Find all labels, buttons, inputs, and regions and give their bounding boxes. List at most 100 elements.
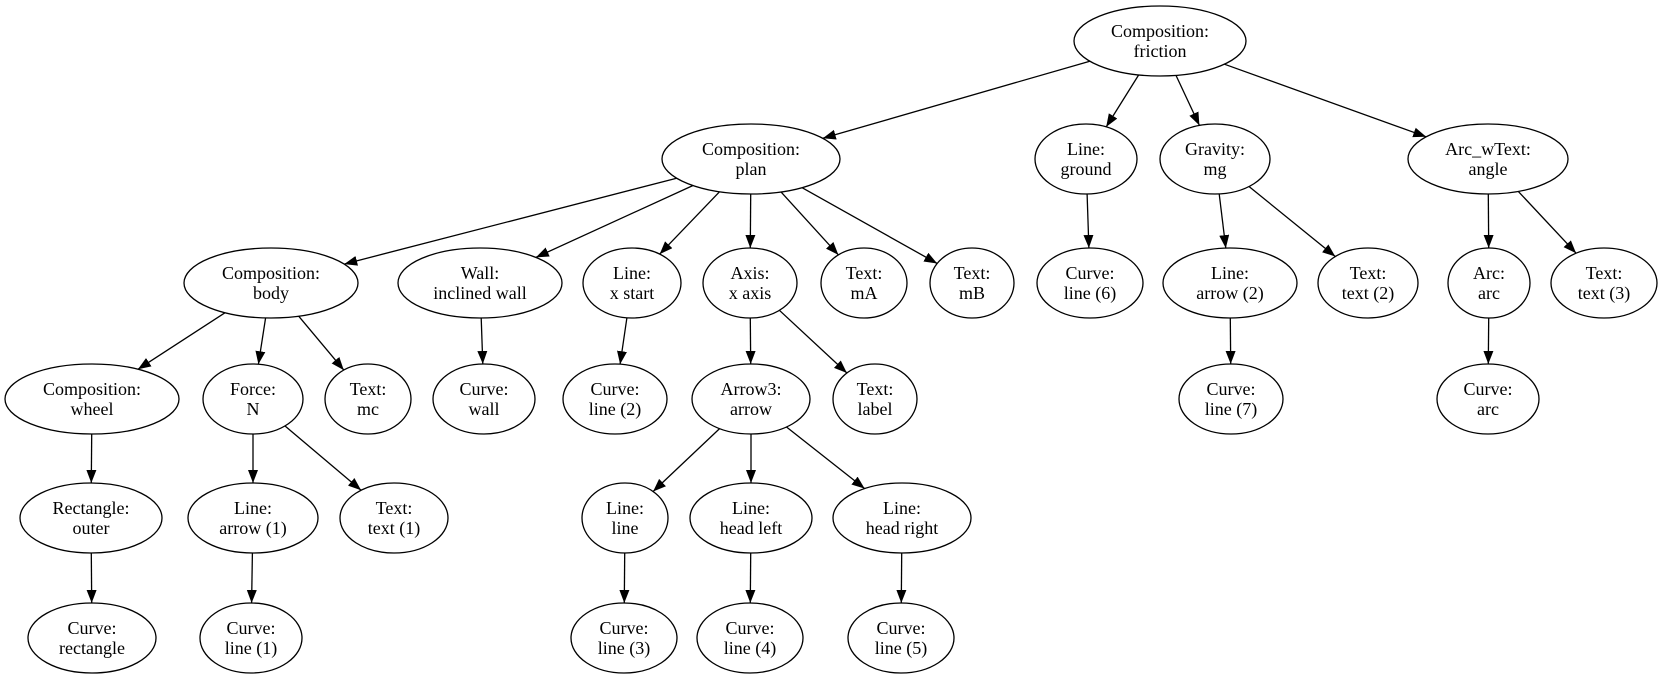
node-label: Arc:arc <box>1473 263 1505 303</box>
node-label-line1: Line: <box>883 498 921 518</box>
node-label-line2: line (1) <box>225 638 277 659</box>
graph-node-head-right: Line:head right <box>832 482 972 554</box>
node-label-line1: Line: <box>234 498 272 518</box>
node-label: Text:text (1) <box>368 498 420 539</box>
node-label: Text:text (3) <box>1578 263 1630 304</box>
node-label-line1: Curve: <box>1066 263 1115 283</box>
graph-edge-plan-mA <box>780 191 839 256</box>
node-label-line1: Text: <box>1350 263 1387 283</box>
node-ellipse <box>929 247 1015 319</box>
node-label: Curve:line (6) <box>1064 263 1116 304</box>
node-label-line1: Text: <box>1586 263 1623 283</box>
node-label: Curve:line (1) <box>225 618 277 659</box>
node-label: Gravity:mg <box>1185 139 1245 179</box>
graph-node-line-4: Curve:line (4) <box>696 602 804 674</box>
node-label-line2: x axis <box>729 283 772 303</box>
node-ellipse <box>820 247 908 319</box>
graph-node-mg: Gravity:mg <box>1159 123 1271 195</box>
node-label-line2: line (4) <box>724 638 776 659</box>
node-label-line2: line (2) <box>589 399 641 420</box>
node-label-line1: Line: <box>1211 263 1249 283</box>
node-ellipse <box>397 247 563 319</box>
node-ellipse <box>324 363 412 435</box>
node-label-line1: Arc: <box>1473 263 1505 283</box>
graph-edge-mg-text-2 <box>1248 185 1336 258</box>
node-ellipse <box>582 247 682 319</box>
graph-node-inclined-wall: Wall:inclined wall <box>397 247 563 319</box>
node-ellipse <box>581 482 669 554</box>
graph-node-x-axis: Axis:x axis <box>702 247 798 319</box>
node-ellipse <box>183 247 359 319</box>
node-label-line2: line (7) <box>1205 399 1257 420</box>
node-label-line1: Gravity: <box>1185 139 1245 159</box>
node-label-line2: line (3) <box>598 638 650 659</box>
node-ellipse <box>570 602 678 674</box>
node-label-line1: Composition: <box>1111 21 1209 41</box>
node-label-line2: head right <box>866 518 938 538</box>
node-label-line2: outer <box>73 518 110 538</box>
node-label: Line:head right <box>866 498 938 538</box>
node-label: Line:arrow (1) <box>219 498 286 539</box>
graph-node-rectangle: Curve:rectangle <box>27 602 157 674</box>
graph-edge-plan-mB <box>801 187 938 265</box>
node-label-line1: Text: <box>857 379 894 399</box>
graph-node-line: Line:line <box>581 482 669 554</box>
node-ellipse <box>19 482 163 554</box>
node-ellipse <box>847 602 955 674</box>
graph-node-line-2: Curve:line (2) <box>562 363 668 435</box>
node-ellipse <box>27 602 157 674</box>
graph-node-plan: Composition:plan <box>661 123 841 195</box>
node-label-line2: mB <box>959 283 985 303</box>
graph-node-line-7: Curve:line (7) <box>1178 363 1284 435</box>
node-label-line1: Line: <box>1067 139 1105 159</box>
graph-edge-ground-line-6 <box>1083 193 1094 249</box>
graph-node-outer: Rectangle:outer <box>19 482 163 554</box>
node-label-line1: Composition: <box>43 379 141 399</box>
node-label-line1: Rectangle: <box>53 498 130 518</box>
graph-edge-plan-inclined-wall <box>535 184 694 258</box>
node-label-line1: Wall: <box>461 263 500 283</box>
node-label-line2: ground <box>1061 159 1112 179</box>
graph-edge-inclined-wall-wall-curve <box>477 317 488 365</box>
node-label: Curve:line (4) <box>724 618 776 659</box>
graph-edge-body-wheel <box>137 312 226 370</box>
node-label-line1: Text: <box>376 498 413 518</box>
graph-edge-mg-arrow-2 <box>1218 193 1230 249</box>
node-label: Text:mB <box>954 263 991 303</box>
node-label-line1: Curve: <box>1207 379 1256 399</box>
node-label-line2: angle <box>1469 159 1508 179</box>
node-label-line1: Curve: <box>1464 379 1513 399</box>
graph-node-text-2: Text:text (2) <box>1317 247 1419 319</box>
graph-edge-angle-text-3 <box>1517 190 1577 254</box>
node-label-line1: Curve: <box>600 618 649 638</box>
node-label: Line:line <box>606 498 644 538</box>
graph-edge-body-mc <box>298 315 345 371</box>
graph-node-text-1: Text:text (1) <box>339 482 449 554</box>
node-ellipse <box>1073 5 1247 77</box>
graph-node-mc: Text:mc <box>324 363 412 435</box>
graph-edge-plan-body <box>344 177 677 266</box>
node-label: Text:mc <box>350 379 387 419</box>
node-label-line1: Curve: <box>726 618 775 638</box>
node-label-line2: arrow <box>730 399 772 419</box>
graph-node-line-5: Curve:line (5) <box>847 602 955 674</box>
node-label-line1: Curve: <box>460 379 509 399</box>
node-label: Line:ground <box>1061 139 1112 179</box>
nodes-layer: Composition:frictionComposition:planLine… <box>4 5 1658 674</box>
node-label: Text:mA <box>846 263 883 303</box>
node-label-line1: Composition: <box>702 139 800 159</box>
graph-edge-friction-ground <box>1105 74 1140 128</box>
node-label-line2: label <box>858 399 893 419</box>
node-label-line1: Curve: <box>227 618 276 638</box>
node-ellipse <box>702 247 798 319</box>
node-label-line2: mc <box>357 399 379 419</box>
graph-edge-x-start-line-2 <box>617 317 628 365</box>
node-ellipse <box>689 482 813 554</box>
graph-node-arrow3: Arrow3:arrow <box>691 363 811 435</box>
node-ellipse <box>4 363 180 435</box>
node-ellipse <box>832 363 918 435</box>
node-label-line1: Line: <box>732 498 770 518</box>
node-label: Text:label <box>857 379 894 419</box>
node-label-line2: wall <box>469 399 500 419</box>
